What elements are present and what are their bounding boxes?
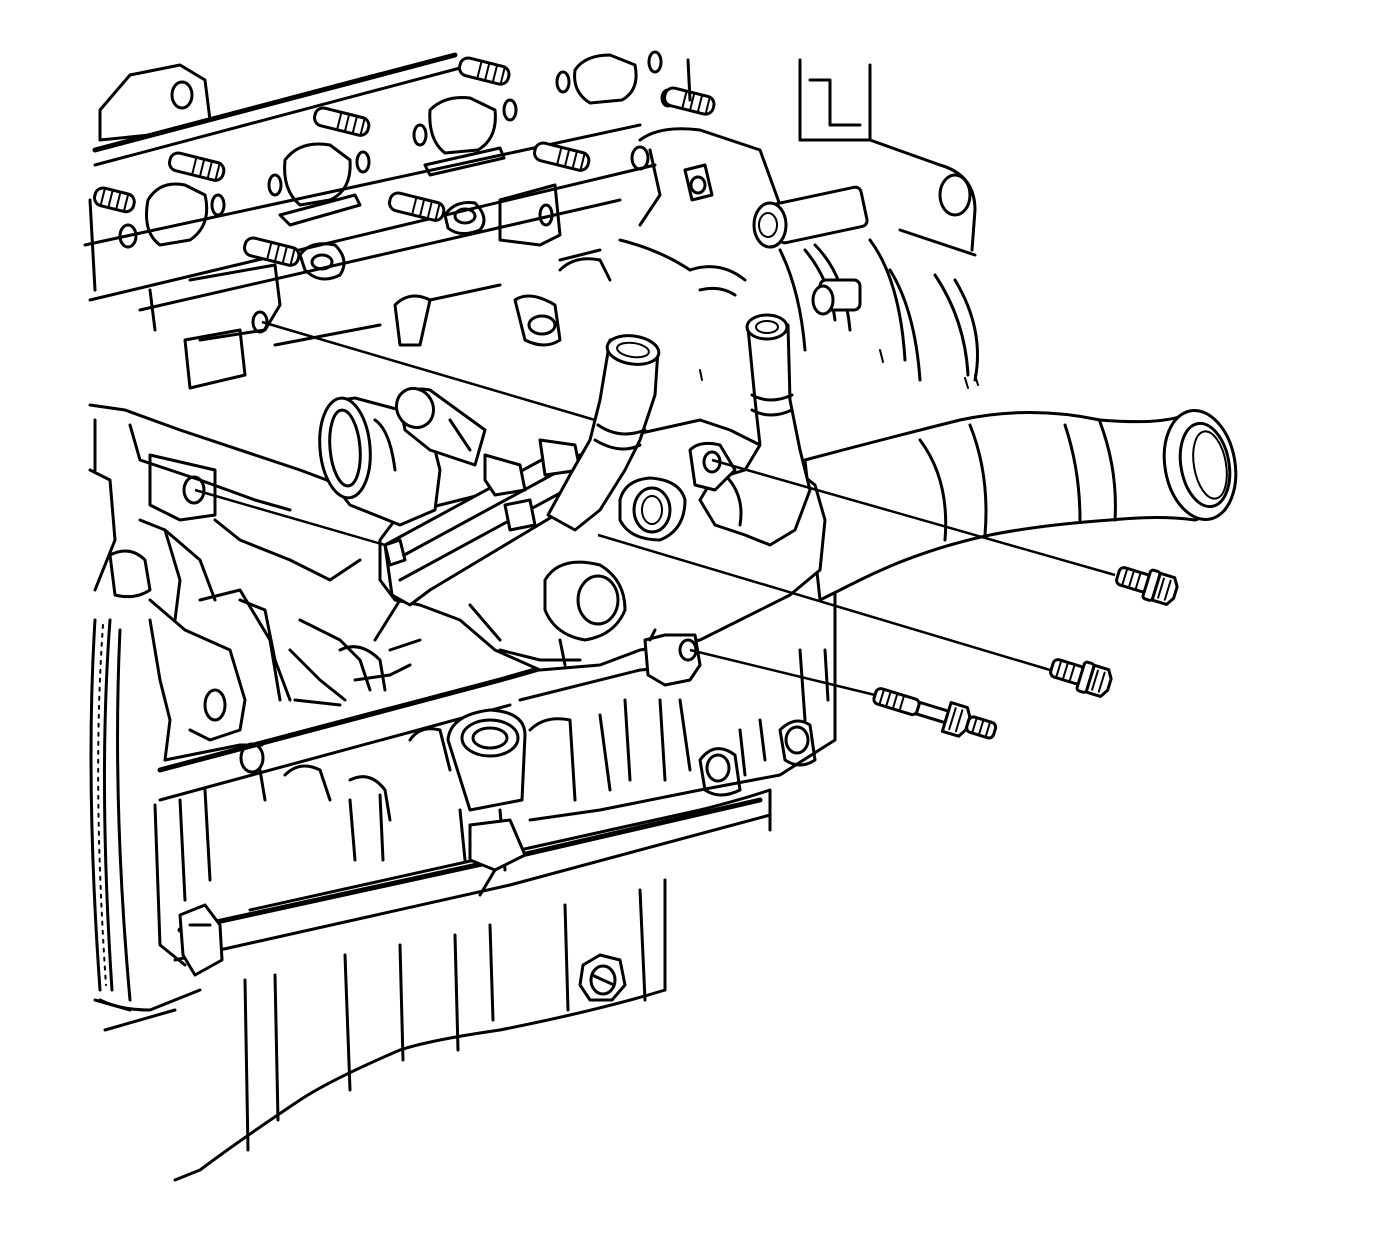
thermostat-housing	[318, 313, 827, 687]
leader-lines	[194, 320, 1116, 697]
cylinder-head	[83, 50, 676, 390]
cover-detail-marks	[699, 349, 979, 389]
flywheel-ring-gear	[89, 618, 132, 1012]
exhaust-ports	[118, 50, 676, 249]
leader-line-top-bolt	[711, 458, 1116, 577]
leader-line-middle	[194, 488, 386, 547]
oil-drain-plug	[578, 953, 627, 1002]
oil-pan	[98, 708, 772, 1182]
housing-bolt-upper	[1115, 566, 1179, 606]
leader-line-upper	[261, 320, 596, 422]
housing-bolt-middle	[1049, 658, 1113, 698]
timing-cover	[558, 58, 979, 382]
dipstick-tube	[446, 708, 527, 897]
pulley-boss	[752, 185, 869, 332]
leader-line-middle-bolt	[597, 533, 1051, 672]
coolant-outlet-pipe	[803, 408, 1238, 602]
leader-line-lower-stud	[689, 648, 876, 697]
housing-stud-lower	[872, 687, 998, 740]
exhaust-manifold-studs	[93, 56, 716, 267]
